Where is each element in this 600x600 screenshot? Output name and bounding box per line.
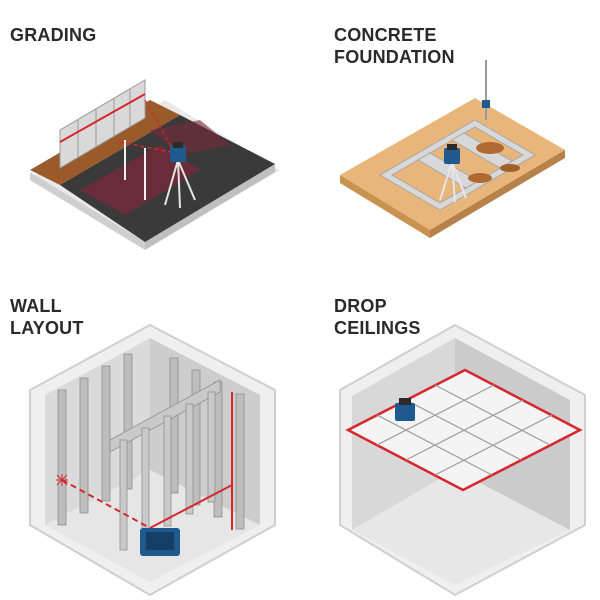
tripod-icon [164,159,196,209]
ceiling-grid [345,368,583,492]
rotary-laser-level-icon [444,144,460,164]
rotary-laser-level-icon [395,398,415,421]
rotary-laser-level-icon [140,528,180,556]
partition-wall [109,379,221,551]
concrete-foundation-illustration [300,50,600,260]
tripod-icon [439,161,467,203]
rotary-laser-level-icon [170,142,186,162]
label-grading: GRADING [10,25,97,45]
grading-illustration [0,60,300,260]
label-drop-ceilings: DROP CEILINGS [334,296,421,338]
drop-ceilings-illustration [300,320,600,600]
formwork-wall [59,79,146,169]
label-wall-layout: WALL LAYOUT [10,296,84,338]
wall-layout-illustration [0,320,300,600]
metal-studs [57,353,245,530]
label-concrete-foundation: CONCRETE FOUNDATION [334,25,455,67]
